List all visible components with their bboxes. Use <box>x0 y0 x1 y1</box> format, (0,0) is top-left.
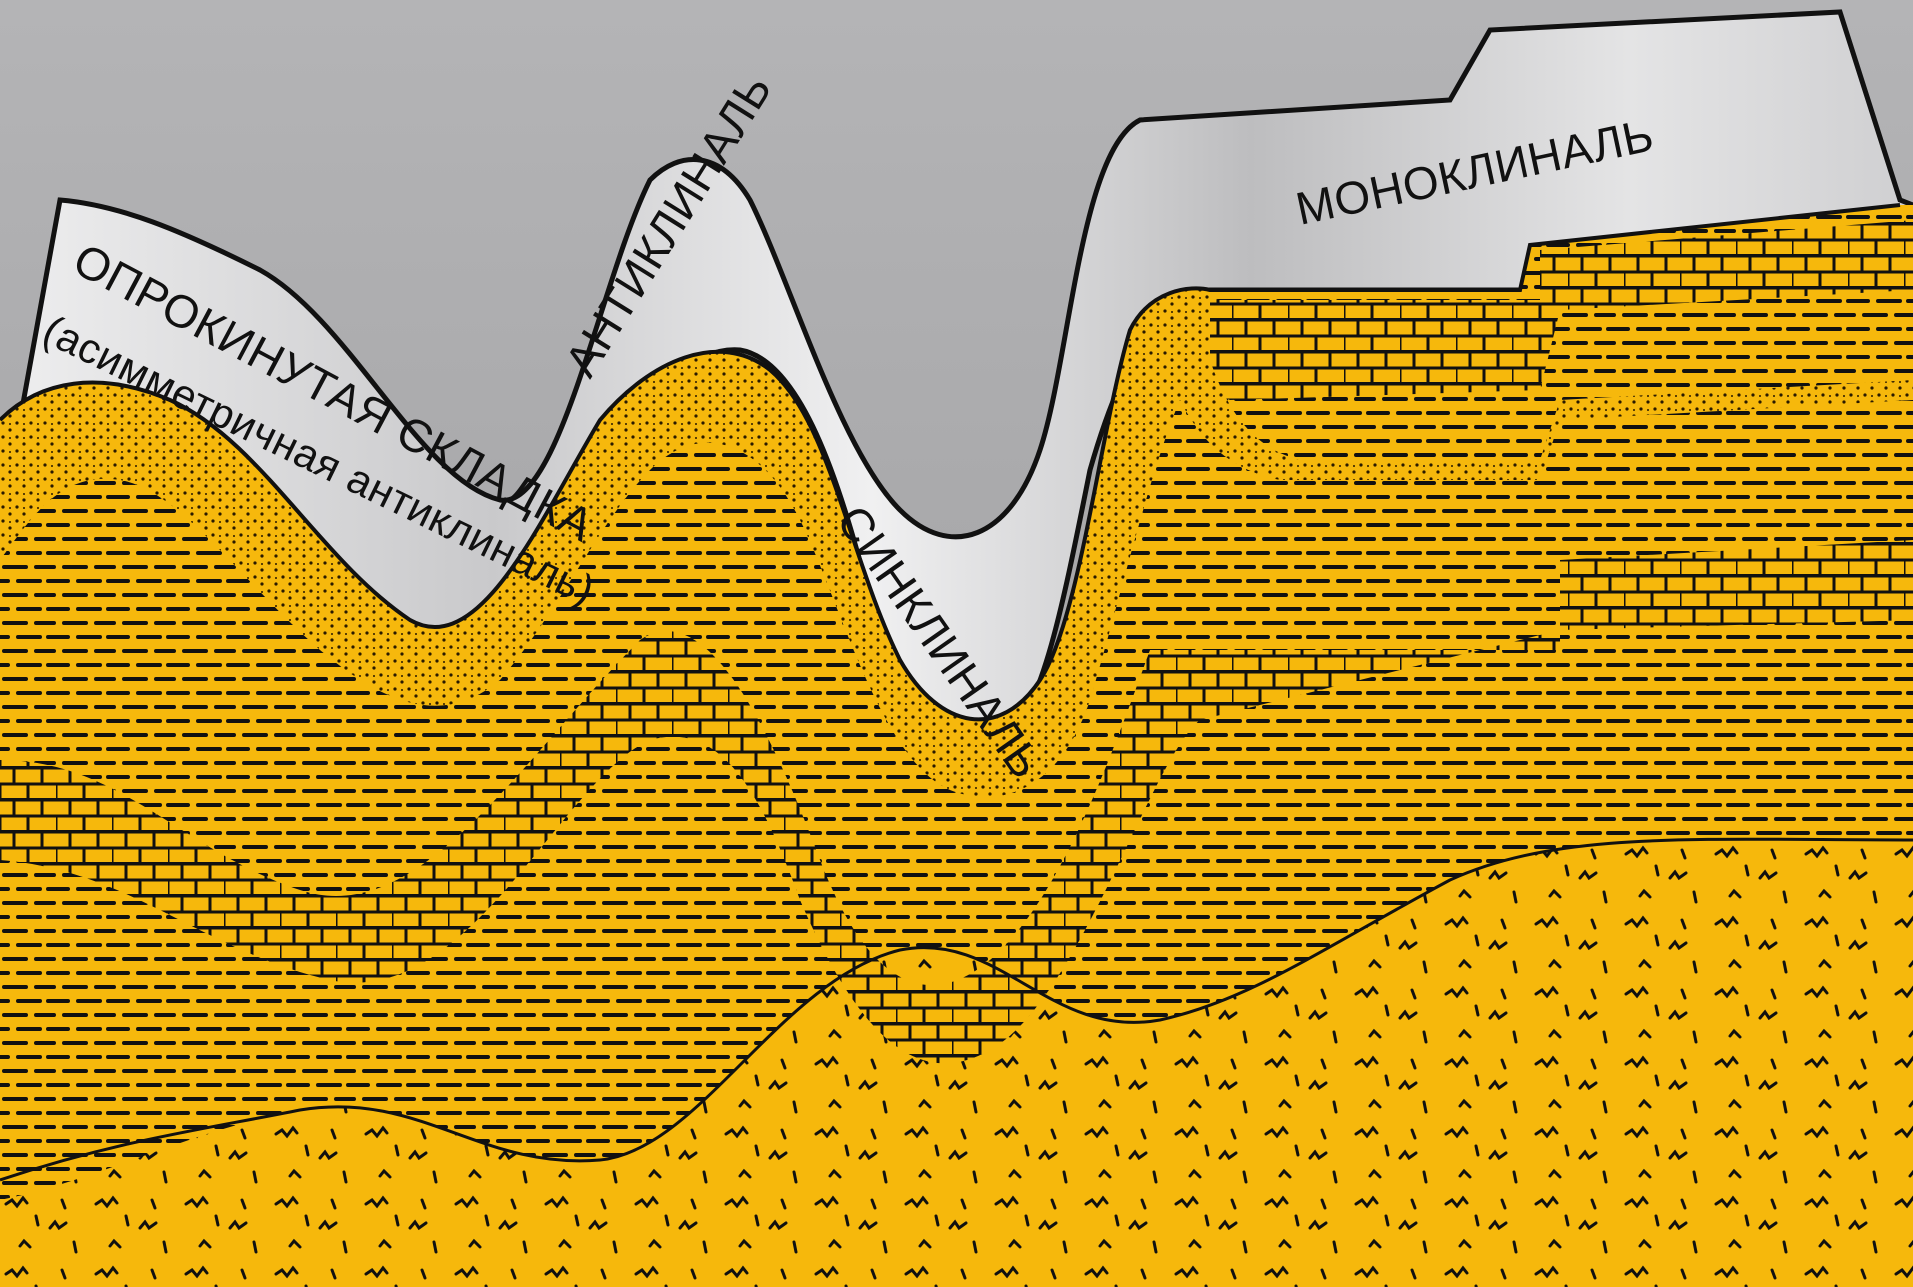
limestone-layer-folded <box>0 540 1913 1064</box>
sandstone-layer <box>0 288 1913 798</box>
strata-outlines <box>0 203 1913 1182</box>
limestone-layer-top <box>1150 220 1913 400</box>
